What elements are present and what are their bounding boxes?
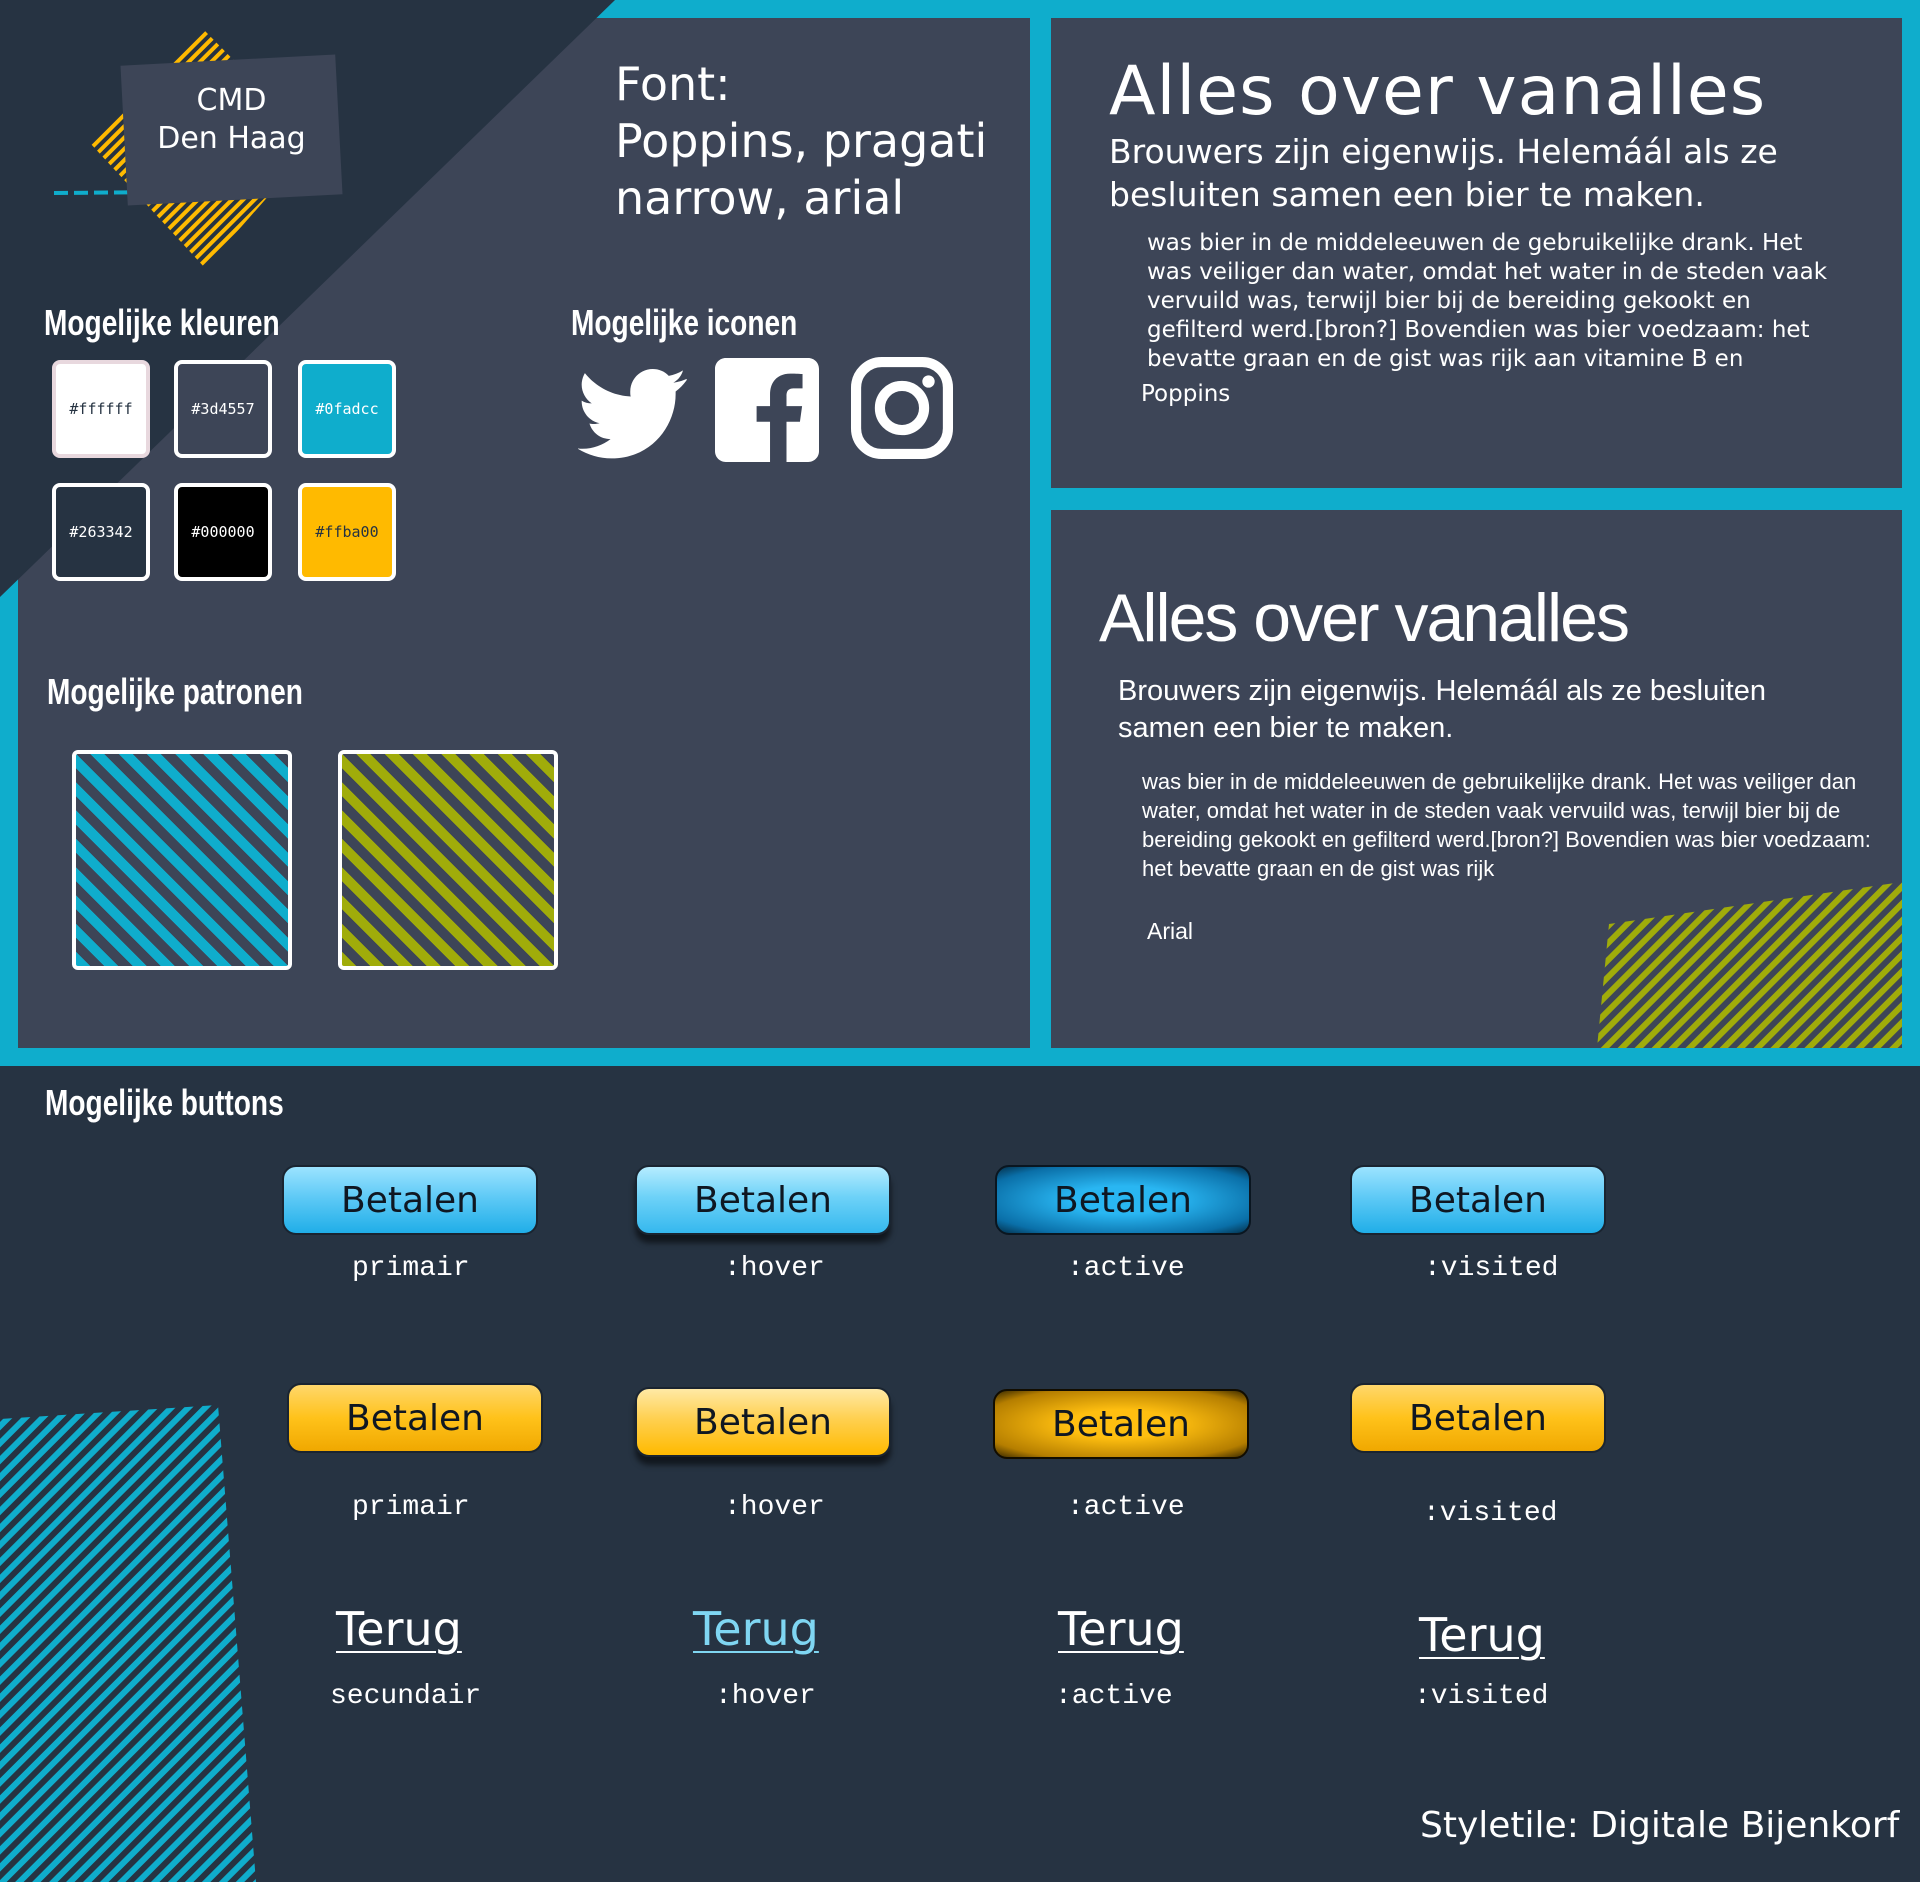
state-label-yellow-visited: :visited	[1423, 1498, 1558, 1529]
font-info: Font: Poppins, pragati narrow, arial	[615, 56, 987, 227]
font-info-label: Font:	[615, 57, 731, 111]
swatch-navy: #263342	[52, 483, 150, 581]
colors-heading: Mogelijke kleuren	[44, 302, 280, 343]
logo-text: CMD Den Haag	[124, 82, 339, 158]
sample-poppins-subtitle: Brouwers zijn eigenwijs. Helemáál als ze…	[1109, 132, 1778, 214]
state-label-visited: :visited	[1424, 1253, 1559, 1284]
facebook-icon[interactable]	[715, 358, 819, 462]
yellow-button[interactable]: Betalen	[287, 1383, 543, 1453]
sample-arial-corner-pattern	[1597, 882, 1902, 1048]
back-link[interactable]: Terug	[336, 1602, 462, 1656]
instagram-icon[interactable]	[849, 355, 955, 461]
back-link-active[interactable]: Terug	[1058, 1602, 1184, 1656]
sample-arial-title: Alles over vanalles	[1099, 580, 1630, 656]
logo-line-1: CMD	[196, 83, 267, 118]
sample-arial-body: was bier in de middeleeuwen de gebruikel…	[1142, 769, 1871, 881]
sample-arial-panel: Alles over vanalles Brouwers zijn eigenw…	[1051, 510, 1902, 1048]
state-label-link-hover: :hover	[715, 1681, 816, 1712]
state-label-active: :active	[1067, 1253, 1185, 1284]
pattern-yellow-stripes	[338, 750, 558, 970]
primary-button[interactable]: Betalen	[282, 1165, 538, 1235]
sample-poppins-body: was bier in de middeleeuwen de gebruikel…	[1147, 230, 1828, 372]
twitter-icon[interactable]	[578, 358, 688, 468]
font-info-line-1: Poppins, pragati	[615, 114, 988, 168]
state-label-link-active: :active	[1055, 1681, 1173, 1712]
back-link-hover[interactable]: Terug	[693, 1602, 819, 1656]
state-label-hover: :hover	[724, 1253, 825, 1284]
sample-arial-font-label: Arial	[1147, 918, 1194, 944]
buttons-heading: Mogelijke buttons	[45, 1082, 284, 1123]
swatch-slate: #3d4557	[174, 360, 272, 458]
state-label-yellow-active: :active	[1067, 1492, 1185, 1523]
sample-arial-subtitle: Brouwers zijn eigenwijs. Helemáál als ze…	[1118, 675, 1766, 744]
swatch-black: #000000	[174, 483, 272, 581]
yellow-button-visited[interactable]: Betalen	[1350, 1383, 1606, 1453]
icons-heading: Mogelijke iconen	[571, 302, 798, 343]
bottom-left-stripe-pattern	[0, 1405, 256, 1882]
sample-poppins-title: Alles over vanalles	[1109, 52, 1767, 131]
primary-button-visited[interactable]: Betalen	[1350, 1165, 1606, 1235]
state-label-yellow-primair: primair	[352, 1492, 470, 1523]
swatch-white: #ffffff	[52, 360, 150, 458]
swatch-cyan: #0fadcc	[298, 360, 396, 458]
state-label-link-visited: :visited	[1414, 1681, 1549, 1712]
font-info-line-2: narrow, arial	[615, 171, 905, 225]
primary-button-hover[interactable]: Betalen	[635, 1165, 891, 1235]
yellow-button-hover[interactable]: Betalen	[635, 1387, 891, 1457]
back-link-visited[interactable]: Terug	[1419, 1608, 1545, 1662]
footer-title: Styletile: Digitale Bijenkorf	[1420, 1805, 1900, 1846]
sample-poppins-panel: Alles over vanalles Brouwers zijn eigenw…	[1051, 18, 1902, 488]
pattern-blue-stripes	[72, 750, 292, 970]
primary-button-active[interactable]: Betalen	[995, 1165, 1251, 1235]
patterns-heading: Mogelijke patronen	[47, 671, 303, 712]
yellow-button-active[interactable]: Betalen	[993, 1389, 1249, 1459]
logo-line-2: Den Haag	[157, 121, 306, 156]
swatch-yellow: #ffba00	[298, 483, 396, 581]
state-label-primair: primair	[352, 1253, 470, 1284]
state-label-yellow-hover: :hover	[724, 1492, 825, 1523]
sample-poppins-font-label: Poppins	[1141, 381, 1231, 407]
state-label-secundair: secundair	[330, 1681, 482, 1712]
